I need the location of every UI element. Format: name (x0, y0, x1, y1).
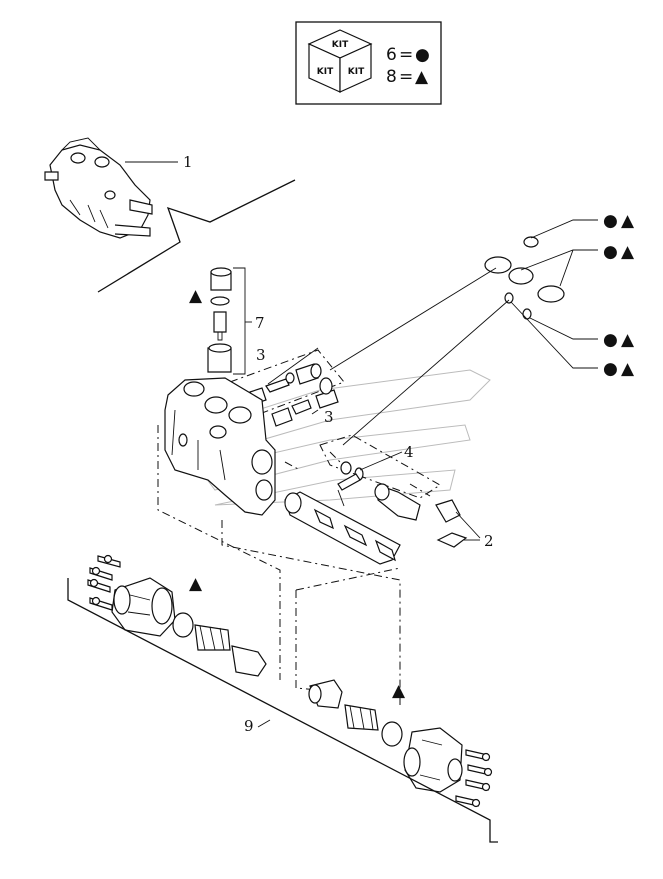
kit-cube-icon: KIT KIT KIT (307, 29, 373, 93)
left-oring (172, 612, 194, 638)
kit-legend-box: KIT KIT KIT 6 = ● 8 = ▲ (295, 21, 442, 105)
kit-triangle-right: ▲ (392, 681, 406, 701)
kit-label-top: KIT (332, 40, 349, 50)
kit-triangle-left: ▲ (189, 574, 203, 594)
callout-2: 2 (484, 532, 494, 550)
plug-oring (210, 296, 230, 306)
callout-4: 4 (404, 443, 414, 461)
right-endcap-group: ▲ (308, 679, 493, 808)
spool-group (284, 434, 481, 565)
callout-7: 7 (255, 314, 265, 332)
kit-label-left: KIT (317, 67, 334, 77)
legend-triangle-symbol: ▲ (415, 67, 429, 87)
kit-circle-3: ● (603, 330, 618, 350)
kit-triangle-3: ▲ (621, 330, 635, 350)
oring-tiny-1 (504, 292, 514, 304)
right-oring (381, 721, 403, 747)
legend-number-8: 8 (386, 67, 397, 87)
orings-kit-group: ● ▲ ● ▲ ● ▲ ● ▲ (329, 211, 635, 446)
left-bolts (87, 554, 121, 611)
plug-stem (213, 311, 227, 333)
kit-triangle-2: ▲ (621, 242, 635, 262)
leader-line-9 (257, 719, 271, 728)
legend-equals-2: = (399, 67, 413, 87)
callout-1: 1 (183, 153, 193, 171)
callout-3-lower: 3 (324, 408, 334, 426)
oring-tiny-2 (522, 308, 532, 320)
right-bolts (455, 749, 493, 808)
kit-circle-1: ● (603, 211, 618, 231)
oring-large-1 (484, 256, 512, 274)
kit-triangle-plug: ▲ (189, 286, 203, 306)
kit-circle-2: ● (603, 242, 618, 262)
oring-small-1 (523, 236, 539, 248)
callout-3-upper: 3 (256, 346, 266, 364)
break-line (97, 179, 296, 293)
kit-label-right: KIT (348, 67, 365, 77)
oring-large-3 (537, 285, 565, 303)
callout-9: 9 (244, 717, 254, 735)
valve-body (164, 377, 276, 516)
left-endcap-group: ▲ (87, 554, 267, 677)
spool (284, 491, 401, 565)
legend-circle-symbol: ● (415, 45, 430, 65)
legend-number-6: 6 (386, 45, 397, 65)
bracket-9 (67, 578, 498, 843)
kit-triangle-4: ▲ (621, 359, 635, 379)
kit-triangle-1: ▲ (621, 211, 635, 231)
valve-assembly-thumbnail (44, 137, 153, 239)
legend-equals-1: = (399, 45, 413, 65)
left-retainer (231, 645, 267, 677)
oring-large-2 (508, 267, 534, 285)
kit-circle-4: ● (603, 359, 618, 379)
plug-stack-group: ▲ (189, 267, 252, 381)
